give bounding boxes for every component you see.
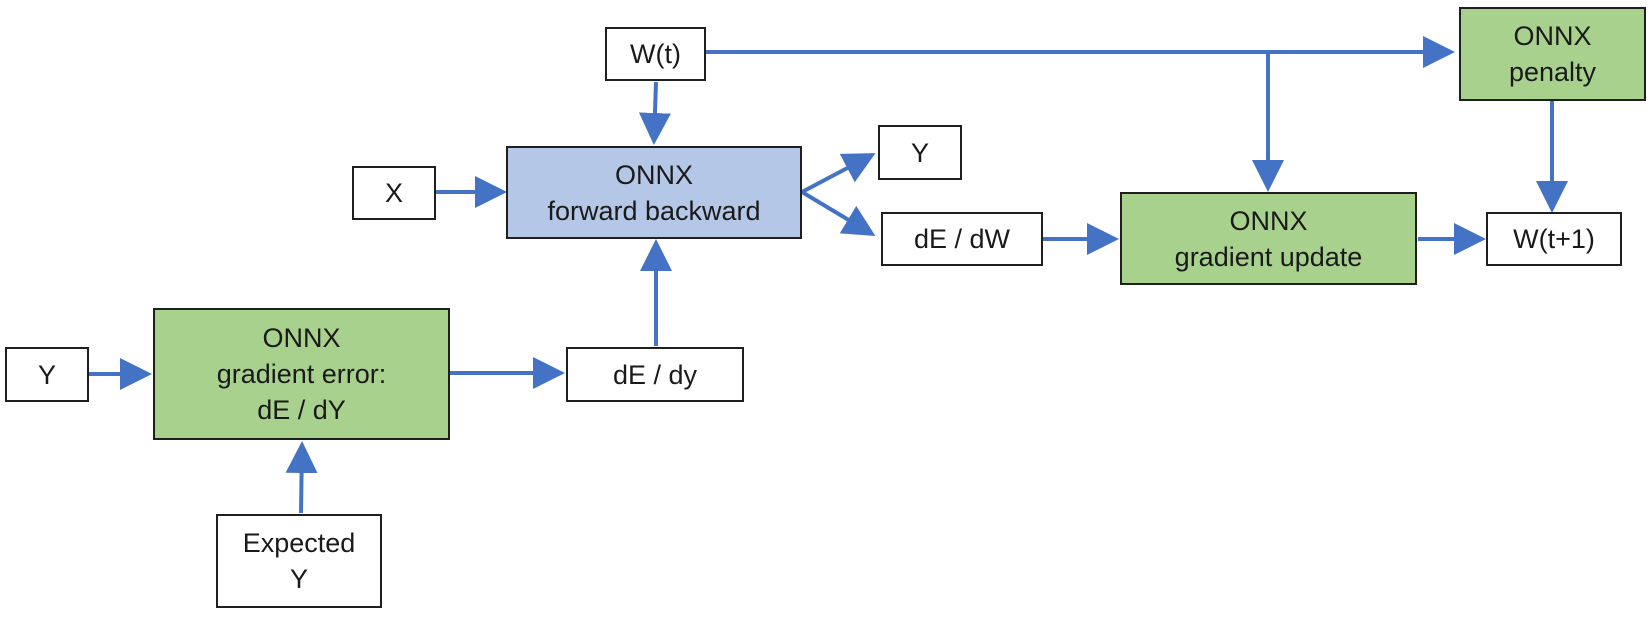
arrow-forward-backward-to-y [801,153,876,194]
gradient-error-line-1: ONNX [262,323,341,353]
arrow-forward-backward-to-dedw [800,190,876,237]
expected-y-line-1: Expected [242,528,356,558]
arrow-wt-to-forward-backward [638,81,671,145]
y-output-label: Y [910,137,929,168]
onnx-penalty-box: ONNX penalty [1459,7,1646,101]
onnx-penalty-line-2: penalty [1508,57,1597,87]
gradient-update-box: ONNX gradient update [1120,192,1417,285]
y-input-label: Y [37,359,56,390]
onnx-penalty-line-1: ONNX [1513,21,1592,51]
y-input-box: Y [5,347,89,402]
wt-label: W(t) [630,39,681,69]
gradient-error-box: ONNX gradient error: dE / dY [153,308,450,440]
gradient-update-line-2: gradient update [1174,241,1363,272]
forward-backward-line-1: ONNX [614,159,693,190]
x-label: X [384,178,403,208]
wt1-label: W(t+1) [1513,224,1595,254]
dedy-box: dE / dy [566,347,744,402]
expected-y-box: Expected Y [216,514,382,608]
wt-box: W(t) [605,27,706,81]
gradient-update-line-1: ONNX [1229,205,1308,236]
dedw-label: dE / dW [913,224,1011,254]
gradient-error-line-3: dE / dY [257,395,346,425]
x-box: X [352,166,436,220]
forward-backward-box: ONNX forward backward [506,146,802,239]
arrow-expected-y-to-gradient-error [285,441,318,514]
forward-backward-line-2: forward backward [547,195,761,226]
y-output-box: Y [878,125,962,180]
expected-y-line-2: Y [289,564,308,594]
dedy-label: dE / dy [612,359,698,390]
dedw-box: dE / dW [881,212,1043,266]
wt1-box: W(t+1) [1486,212,1622,266]
gradient-error-line-2: gradient error: [216,359,387,389]
